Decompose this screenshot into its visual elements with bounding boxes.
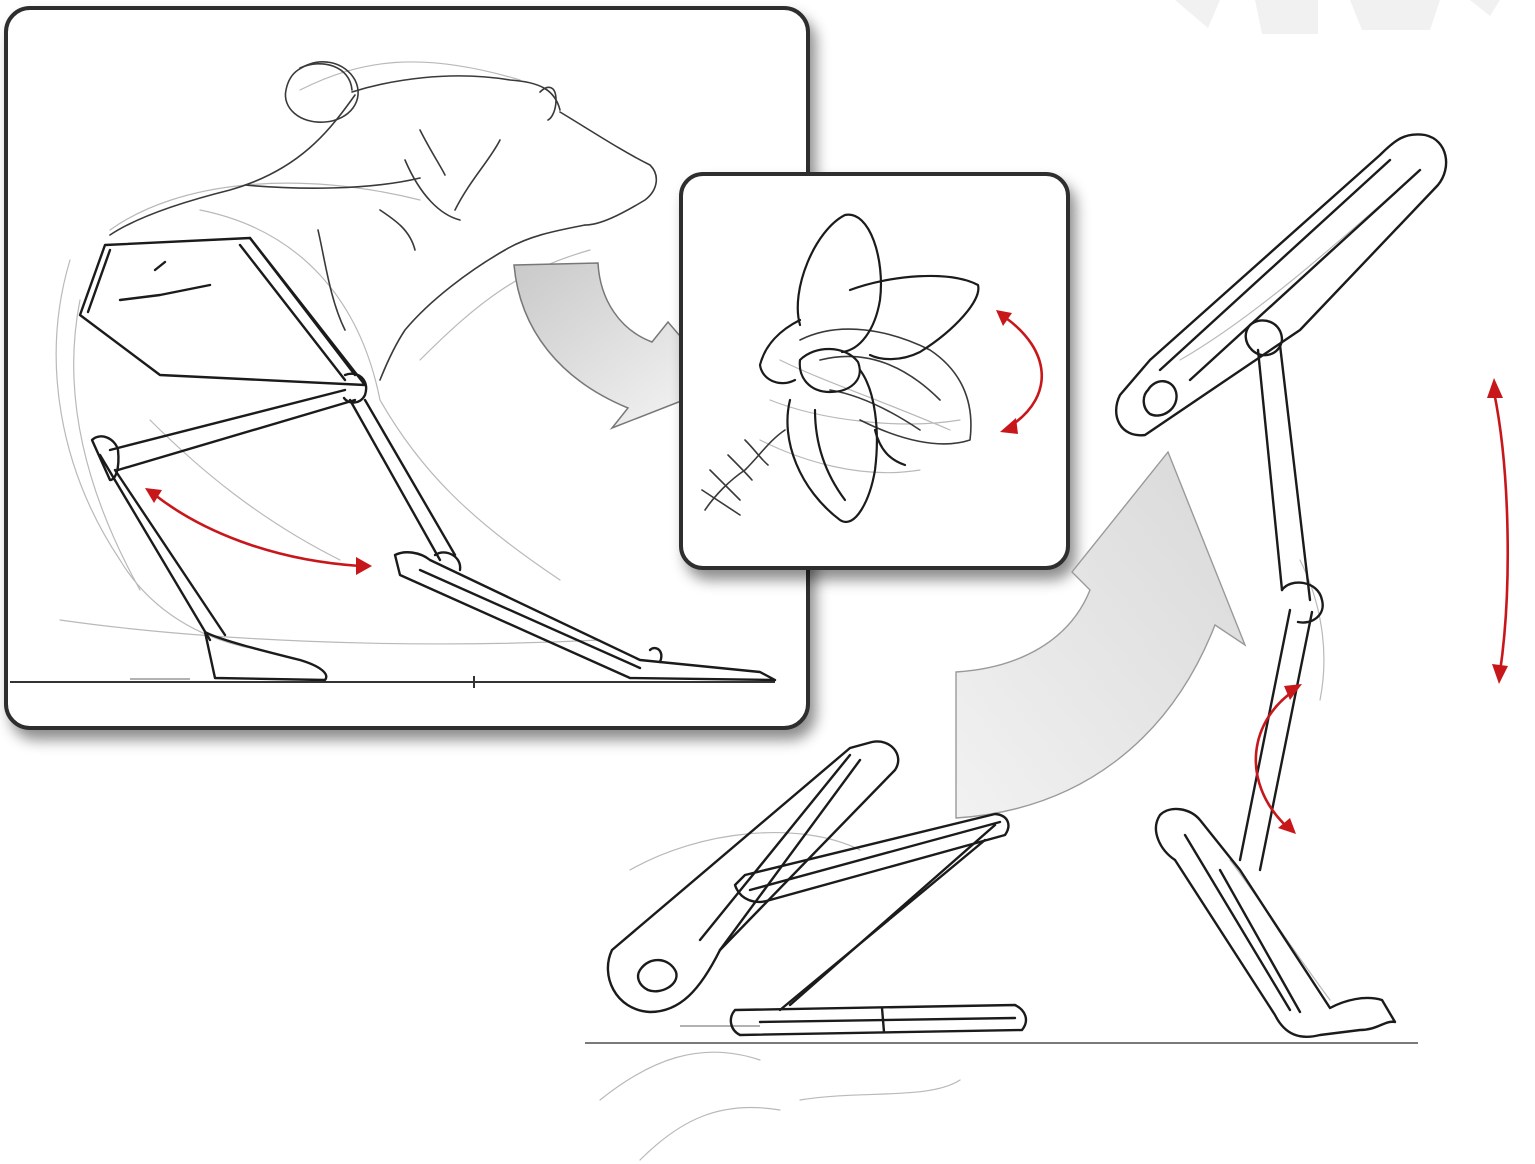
double-headed-arrow-icon	[1487, 378, 1508, 684]
double-headed-arrow-icon	[1256, 684, 1302, 834]
